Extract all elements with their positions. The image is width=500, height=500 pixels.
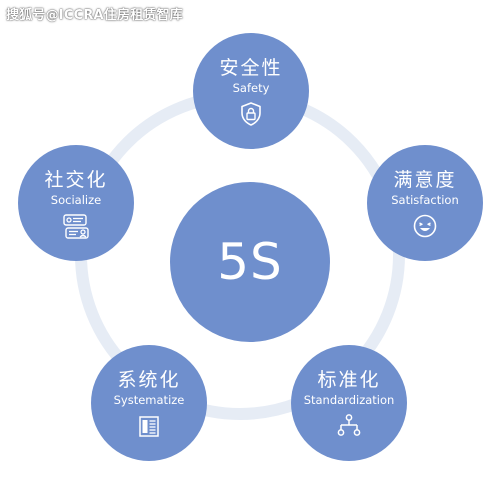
smiley-icon xyxy=(413,214,437,238)
node-standardization: 标准化 Standardization xyxy=(291,345,407,461)
center-circle: 5S xyxy=(170,182,330,342)
node-safety-zh: 安全性 xyxy=(219,57,283,79)
document-icon xyxy=(139,416,159,437)
center-label: 5S xyxy=(217,233,283,291)
node-satisfaction: 满意度 Satisfaction xyxy=(367,145,483,261)
node-socialize-en: Socialize xyxy=(50,193,102,207)
hierarchy-icon xyxy=(337,414,361,436)
chat-users-icon xyxy=(63,214,89,239)
node-systematize-zh: 系统化 xyxy=(117,369,181,391)
node-systematize: 系统化 Systematize xyxy=(91,345,207,461)
watermark-text: 搜狐号@ICCRA住房租赁智库 xyxy=(6,8,183,23)
node-safety: 安全性 Safety xyxy=(193,33,309,149)
node-systematize-en: Systematize xyxy=(113,393,185,407)
shield-lock-icon xyxy=(241,102,261,126)
node-satisfaction-zh: 满意度 xyxy=(393,169,457,191)
node-standardization-zh: 标准化 xyxy=(317,369,381,391)
node-socialize: 社交化 Socialize xyxy=(18,145,134,261)
node-safety-en: Safety xyxy=(232,81,270,95)
node-standardization-en: Standardization xyxy=(303,393,395,407)
node-satisfaction-en: Satisfaction xyxy=(391,193,459,207)
node-socialize-zh: 社交化 xyxy=(44,169,108,191)
